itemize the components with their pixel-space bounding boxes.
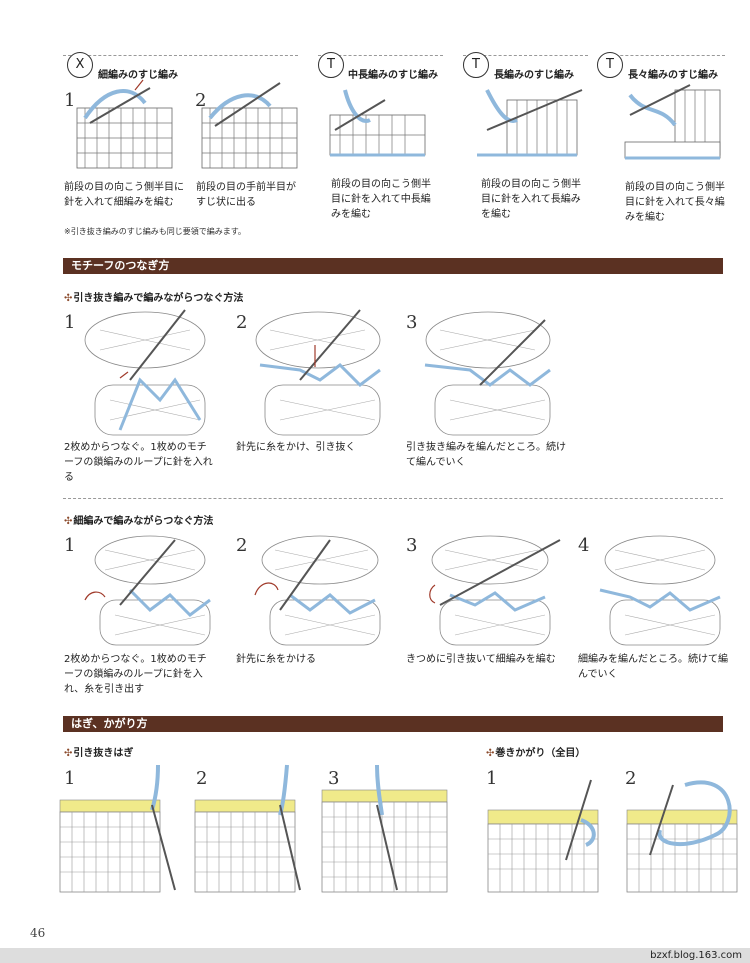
step-number: 1: [64, 90, 76, 111]
join-sc-step2-illustration: [254, 535, 381, 646]
dc-caption: 前段の目の向こう側半目に針を入れて長編みを編む: [481, 179, 581, 220]
join-slst-step1-caption: 2枚めからつなぐ。1枚めのモチーフの鎖編みのループに針を入れる: [64, 442, 213, 483]
step-number: 2: [195, 90, 207, 111]
whip-stitch-step2-illustration: [626, 780, 738, 893]
step-number: 4: [578, 535, 590, 556]
treble-crochet-symbol-icon: T: [597, 52, 623, 78]
divider: [63, 498, 723, 499]
double-crochet-symbol-icon: T: [463, 52, 489, 78]
hdc-caption: 前段の目の向こう側半目に針を入れて中長編みを編む: [331, 179, 431, 220]
step-number: 2: [236, 535, 248, 556]
section-heading-bar: モチーフのつなぎ方: [63, 258, 723, 274]
single-crochet-symbol-icon: X: [67, 52, 93, 78]
tr-illustration: [624, 84, 721, 160]
section-heading: はぎ、かがり方: [71, 717, 148, 730]
step-number: 2: [236, 312, 248, 333]
hdc-back-loop-title: 中長編みのすじ編み: [348, 70, 438, 81]
join-sc-step1-illustration: [84, 535, 211, 646]
sc-step2-illustration: [201, 82, 298, 169]
tr-back-loop-title: 長々編みのすじ編み: [628, 70, 718, 81]
slst-seam-step2-illustration: [194, 764, 301, 893]
method-title: ✣巻きかがり（全目）: [486, 748, 586, 759]
join-slst-step3-caption: 引き抜き編みを編んだところ。続けて編んでいく: [406, 442, 566, 468]
step-number: 2: [196, 768, 208, 789]
join-sc-step3-caption: きつめに引き抜いて細編みを編む: [406, 654, 556, 665]
slst-seam-step3-illustration: [321, 764, 448, 893]
divider: [463, 55, 588, 56]
join-sc-step3-illustration: [429, 535, 561, 646]
tr-caption: 前段の目の向こう側半目に針を入れて長々編みを編む: [625, 182, 725, 223]
method-title: ✣引き抜き編みで編みながらつなぐ方法: [64, 293, 244, 304]
join-slst-step2-illustration: [255, 309, 381, 436]
divider: [63, 55, 298, 56]
footer-url: bzxf.blog.163.com: [650, 950, 742, 961]
sc-step2-caption: 前段の目の手前半目がすじ状に出る: [196, 182, 296, 208]
join-sc-step1-caption: 2枚めからつなぐ。1枚めのモチーフの鎖編みのループに針を入れ、糸を引き出す: [64, 654, 207, 695]
dc-back-loop-title: 長編みのすじ編み: [494, 70, 574, 81]
join-sc-step4-illustration: [599, 535, 721, 646]
join-slst-step3-illustration: [424, 311, 551, 436]
method-title: ✣細編みで編みながらつなぐ方法: [64, 516, 214, 527]
half-double-crochet-symbol-icon: T: [318, 52, 344, 78]
step-number: 3: [406, 312, 418, 333]
footer-bar: bzxf.blog.163.com: [0, 948, 750, 963]
page-number: 46: [30, 926, 46, 940]
step-number: 3: [406, 535, 418, 556]
step-number: 1: [64, 535, 76, 556]
section-heading-bar: はぎ、かがり方: [63, 716, 723, 732]
join-slst-step2-caption: 針先に糸をかけ、引き抜く: [236, 442, 356, 453]
sc-step1-caption: 前段の目の向こう側半目に針を入れて細編みを編む: [64, 182, 184, 208]
sc-note: ※引き抜き編みのすじ編みも同じ要領で編みます。: [64, 227, 246, 236]
dc-illustration: [477, 89, 583, 157]
hdc-illustration: [329, 89, 426, 157]
section-heading: モチーフのつなぎ方: [71, 259, 170, 272]
join-slst-step1-illustration: [84, 309, 206, 436]
join-sc-step2-caption: 針先に糸をかける: [236, 654, 316, 665]
divider: [318, 55, 443, 56]
slst-seam-step1-illustration: [59, 764, 176, 893]
divider: [605, 55, 725, 56]
whip-stitch-step1-illustration: [487, 779, 599, 893]
method-title: ✣引き抜きはぎ: [64, 748, 134, 759]
step-number: 1: [486, 768, 498, 789]
sc-back-loop-title: 細編みのすじ編み: [98, 70, 178, 81]
step-number: 3: [328, 768, 340, 789]
step-number: 1: [64, 312, 76, 333]
step-number: 2: [625, 768, 637, 789]
step-number: 1: [64, 768, 76, 789]
sc-step1-illustration: [76, 79, 173, 169]
join-sc-step4-caption: 細編みを編んだところ。続けて編んでいく: [578, 654, 728, 680]
